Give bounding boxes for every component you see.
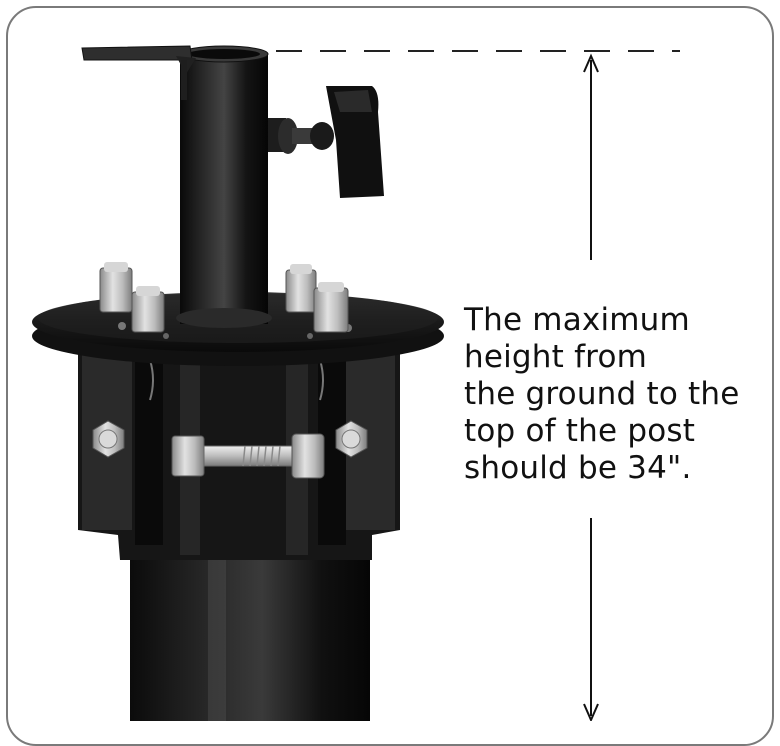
plate-nut-3 — [285, 264, 317, 313]
plate-nut-1 — [99, 262, 133, 313]
t-handle-knob — [268, 86, 384, 198]
post-illustration — [32, 45, 680, 721]
side-bolt-left — [92, 420, 125, 458]
plate-nut-2 — [131, 286, 165, 333]
figure-frame: The maximum height from the ground to th… — [6, 6, 774, 746]
side-bolt-right — [335, 420, 368, 458]
carriage-bolt — [171, 433, 325, 479]
upper-socket-tube — [176, 45, 272, 328]
top-tab — [81, 45, 196, 100]
height-instruction-caption: The maximum height from the ground to th… — [464, 302, 740, 486]
double-headed-vertical-arrow-icon — [583, 53, 599, 721]
plate-nut-4 — [313, 282, 349, 333]
